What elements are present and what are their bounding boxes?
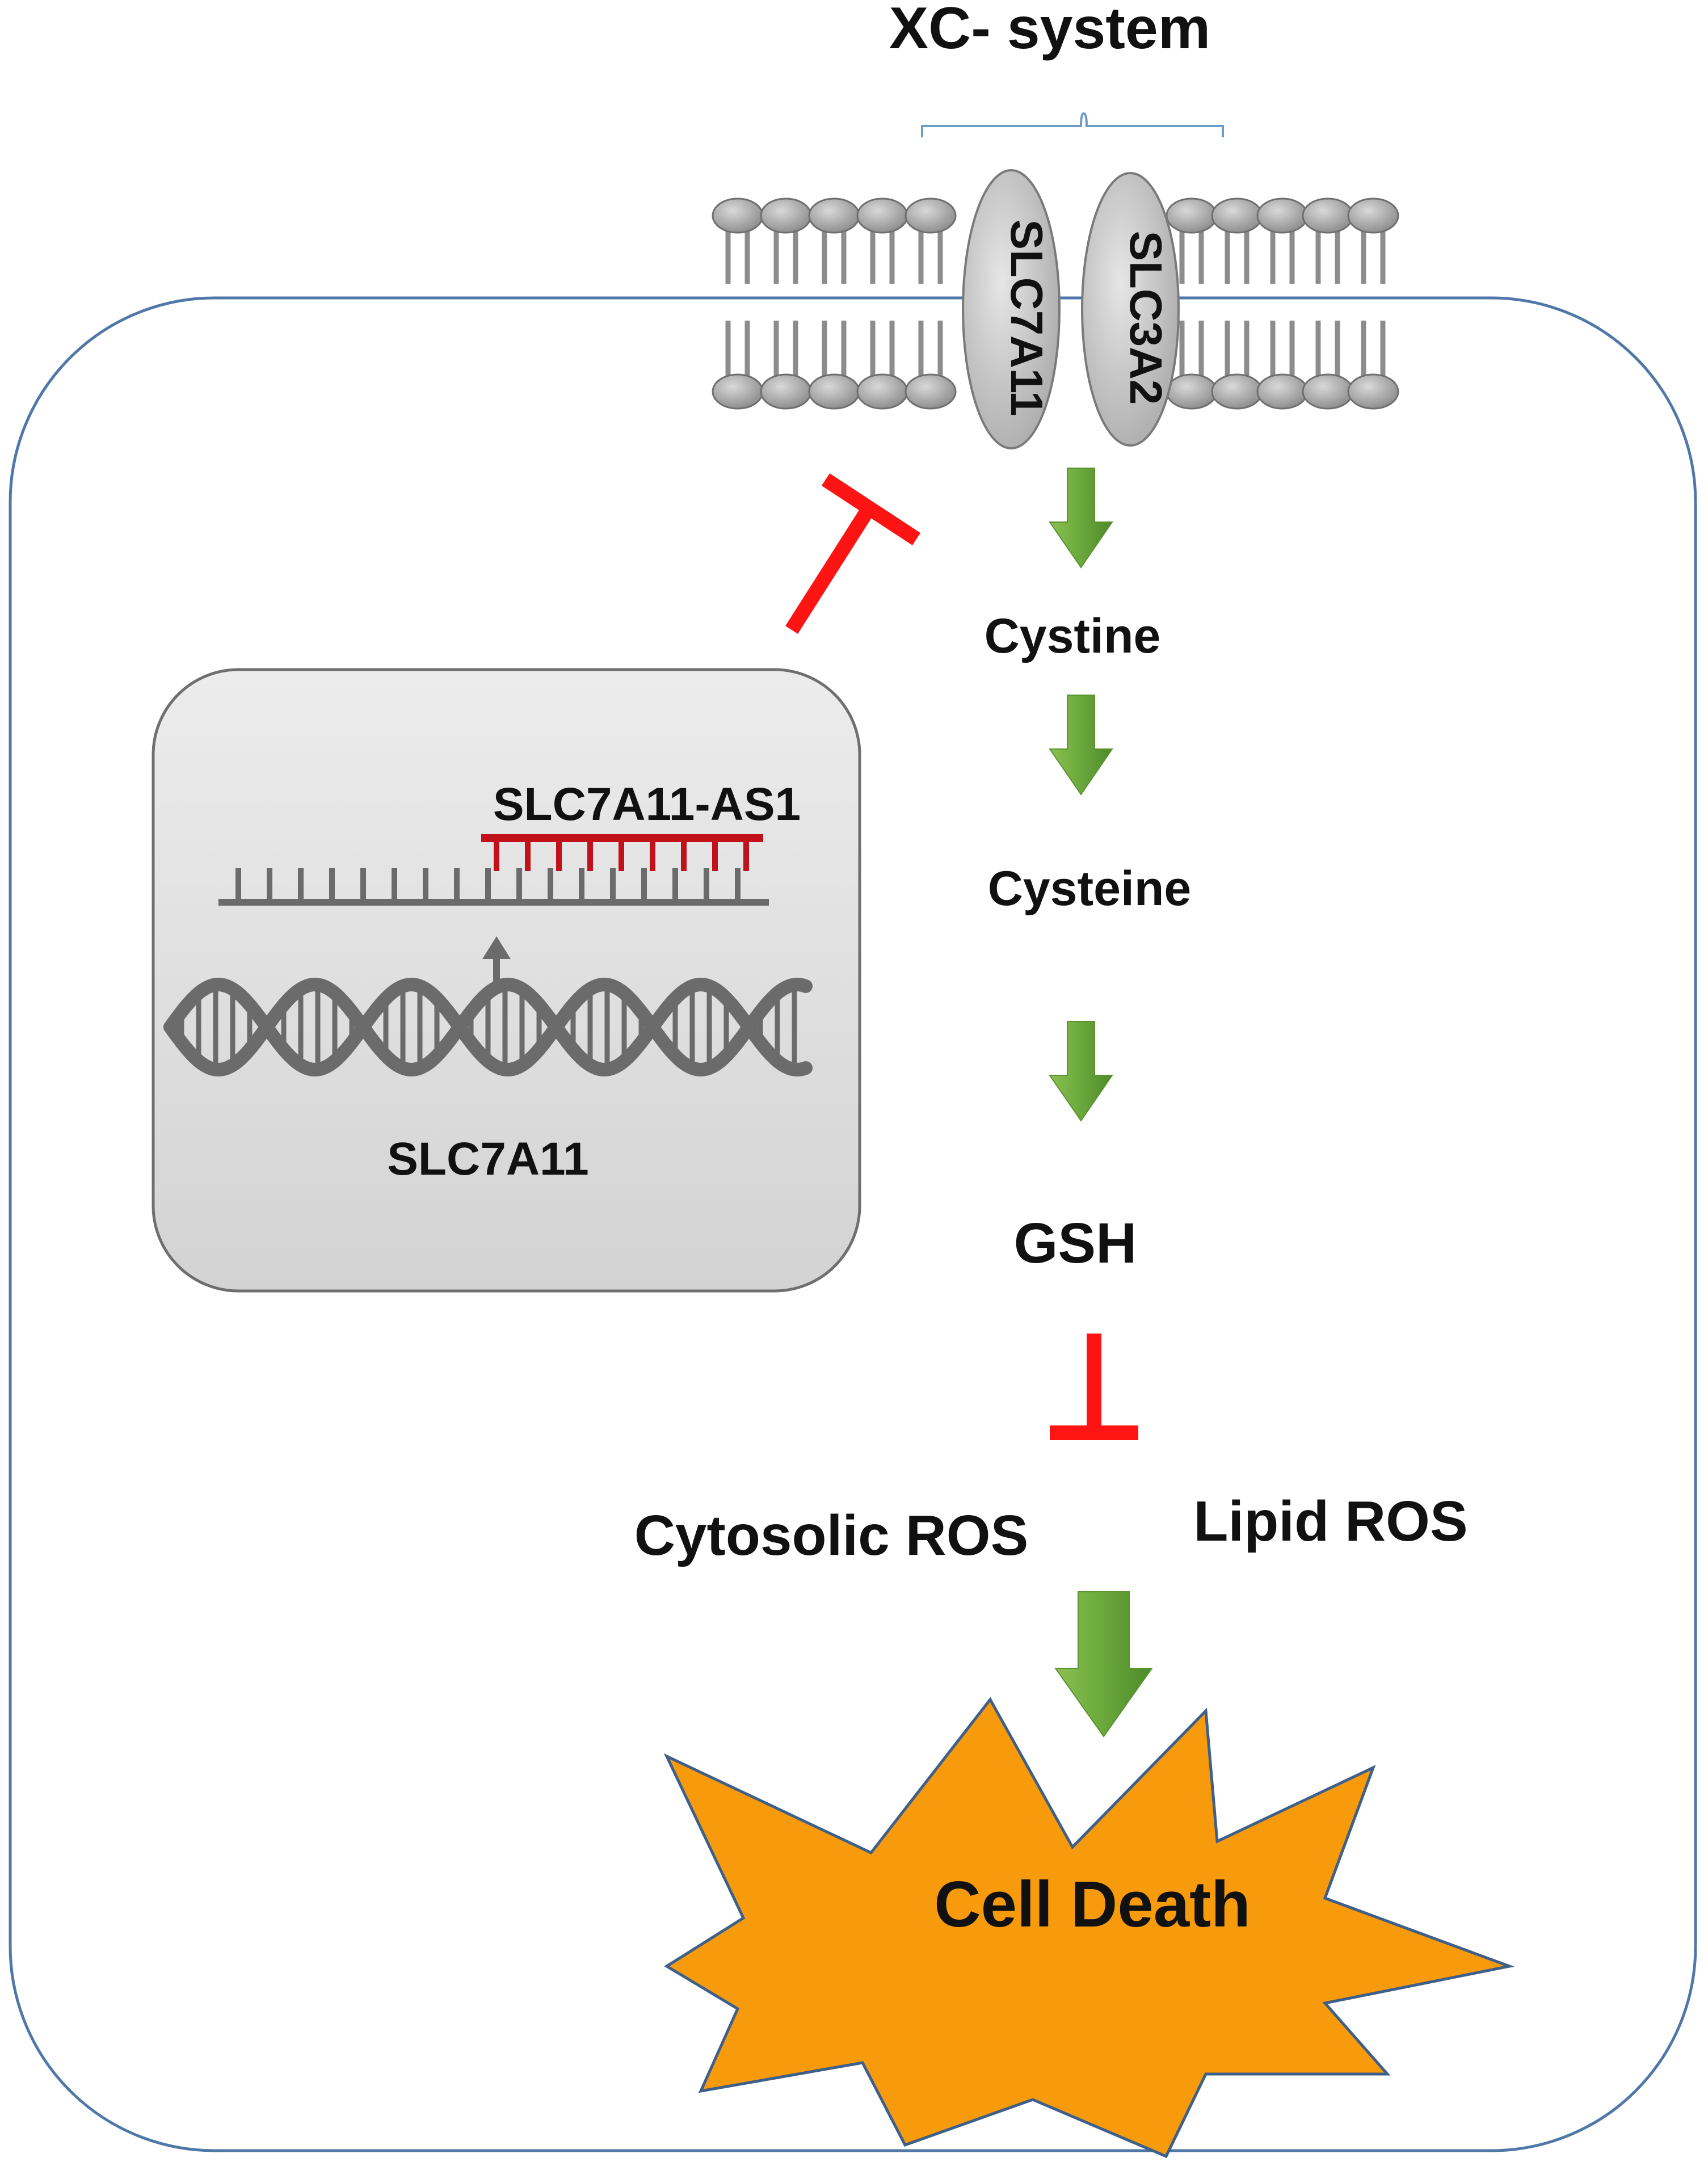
green-down-arrow-icon (1049, 468, 1113, 569)
gene-label: SLC7A11 (387, 1133, 589, 1185)
lipid-head (1166, 197, 1218, 234)
phospholipid (1211, 197, 1263, 410)
xc-system-title: XC- system (889, 0, 1210, 61)
t-bar-inhibition-icon (785, 473, 921, 634)
lipid-head (905, 197, 957, 234)
green-down-arrow-icon (1054, 1591, 1153, 1738)
lipid-head (1302, 373, 1354, 410)
mrna-strand (218, 868, 769, 906)
lipid-head (712, 373, 764, 410)
cell-death-label: Cell Death (934, 1869, 1250, 1941)
slc7a11-transporter (962, 169, 1061, 449)
lipid-head (1211, 373, 1263, 410)
cysteine-label: Cysteine (988, 861, 1192, 916)
slc3a2-label: SLC3A2 (1121, 231, 1171, 405)
phospholipid (760, 197, 812, 410)
dna-strand (163, 977, 813, 1077)
lipid-head (1211, 197, 1263, 234)
lipid-head (760, 197, 812, 234)
dna-strand (163, 977, 813, 1077)
pathway-arrows (1049, 468, 1153, 1738)
phospholipid (712, 197, 764, 410)
lipid-bilayer (712, 197, 1399, 410)
phospholipid (905, 197, 957, 410)
gsh-inhibition-icon (1050, 1334, 1138, 1440)
phospholipid (1347, 197, 1399, 410)
lipid-head (1166, 373, 1218, 410)
lipid-head (760, 373, 812, 410)
slc3a2-transporter (1081, 172, 1180, 447)
lipid-head (1347, 373, 1399, 410)
lipid-head (856, 373, 908, 410)
lipid-head (1256, 373, 1309, 410)
antisense-rna (481, 834, 763, 871)
xc-system-bracket (921, 112, 1224, 137)
lipid-head (1302, 197, 1354, 234)
green-down-arrow-icon (1049, 695, 1113, 796)
green-down-arrow-icon (1049, 1021, 1113, 1122)
gsh-label: GSH (1014, 1212, 1137, 1275)
phospholipid (1302, 197, 1354, 410)
lipid-head (808, 197, 860, 234)
slc7a11-label: SLC7A11 (1002, 220, 1052, 417)
cytosolic-ros-label: Cytosolic ROS (634, 1504, 1029, 1567)
phospholipid (1166, 197, 1218, 410)
cystine-label: Cystine (985, 609, 1161, 663)
lipid-ros-label: Lipid ROS (1193, 1490, 1467, 1553)
phospholipid (808, 197, 860, 410)
lipid-head (808, 373, 860, 410)
starburst-icon (663, 1697, 1515, 2159)
lipid-head (1347, 197, 1399, 234)
lipid-head (905, 373, 957, 410)
antisense-label: SLC7A11-AS1 (493, 779, 801, 830)
phospholipid (856, 197, 908, 410)
lipid-head (856, 197, 908, 234)
double-helix-icon (163, 977, 813, 1077)
lipid-head (1256, 197, 1309, 234)
phospholipid (1256, 197, 1309, 410)
lipid-head (712, 197, 764, 234)
